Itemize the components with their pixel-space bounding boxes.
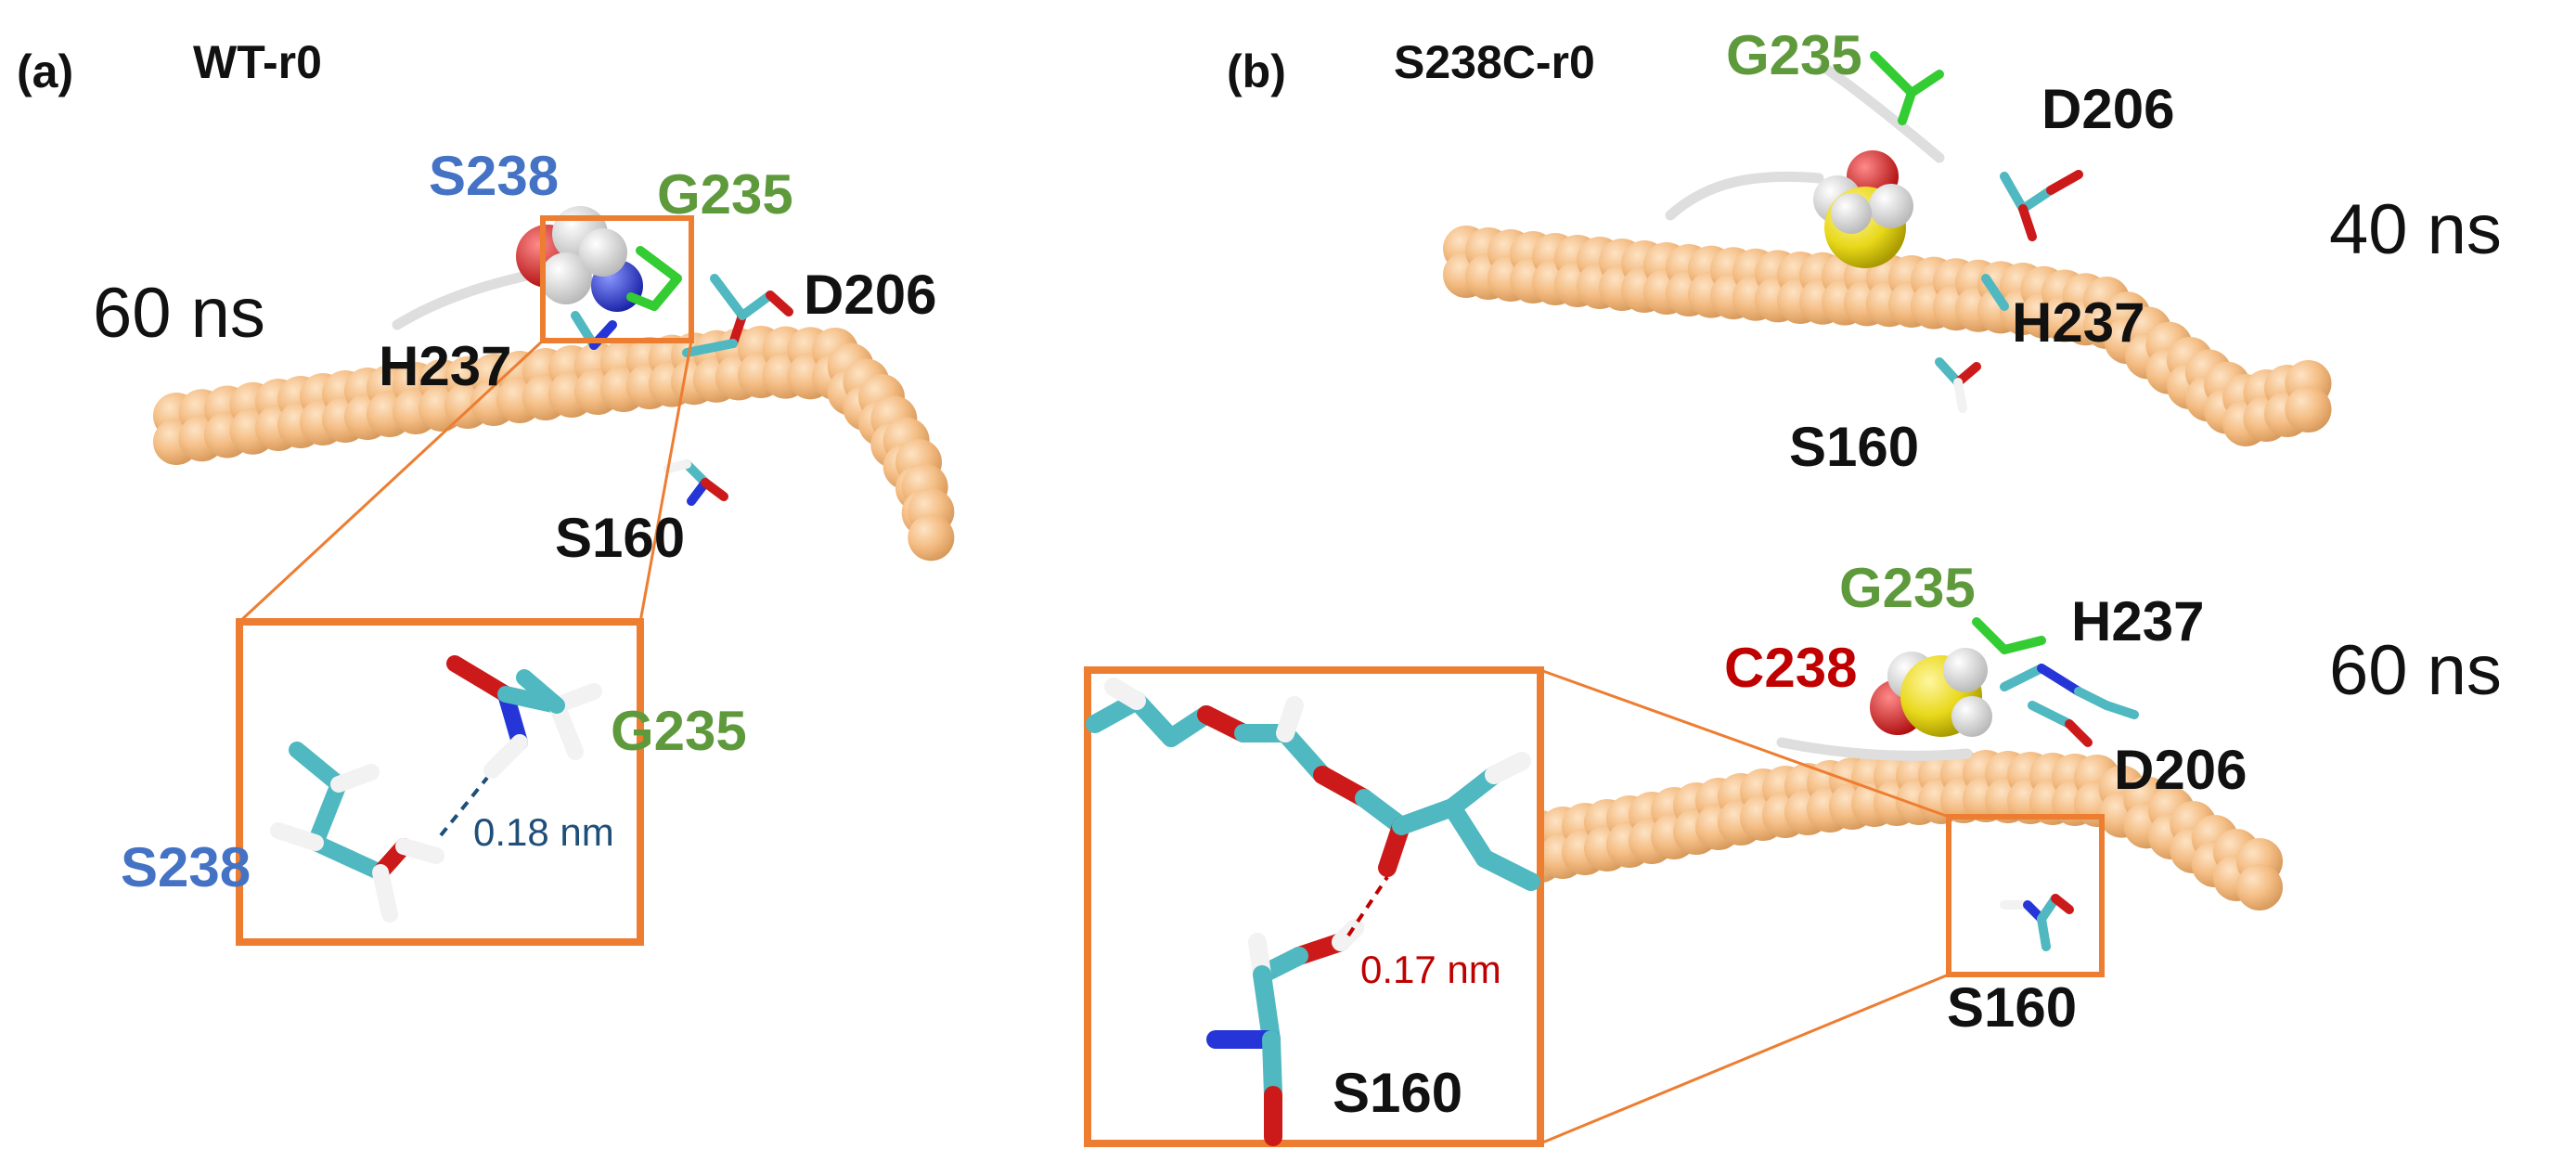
substrate-bead bbox=[908, 514, 955, 562]
hbond-line bbox=[1346, 875, 1389, 937]
inset-label-s160: S160 bbox=[1333, 1062, 1463, 1124]
distance-label-b: 0.17 nm bbox=[1360, 948, 1501, 991]
label-h237-40: H237 bbox=[2012, 291, 2145, 354]
c238-sphere-h bbox=[1869, 184, 1913, 228]
s238-sphere-h bbox=[579, 228, 627, 277]
zoom-source-box bbox=[540, 215, 694, 343]
label-d206-40: D206 bbox=[2041, 78, 2175, 140]
label-s160-60: S160 bbox=[1947, 976, 2078, 1039]
panel-b-time-60: 60 ns bbox=[2329, 631, 2502, 710]
panel-a-zoom bbox=[236, 215, 694, 946]
inset-label-g235: G235 bbox=[611, 700, 747, 762]
label-g235: G235 bbox=[657, 163, 793, 226]
panel-a-condition: WT-r0 bbox=[193, 36, 322, 88]
label-h237-60: H237 bbox=[2071, 590, 2205, 652]
label-s238: S238 bbox=[429, 145, 560, 207]
inset-label-s238: S238 bbox=[121, 836, 251, 898]
panel-b-condition: S238C-r0 bbox=[1394, 36, 1595, 88]
panel-b-time-40: 40 ns bbox=[2329, 190, 2502, 269]
substrate-chains bbox=[153, 226, 2332, 910]
panel-b-residues bbox=[1813, 51, 2139, 747]
panel-b-zoom bbox=[1084, 666, 2105, 1147]
label-d206: D206 bbox=[804, 264, 937, 326]
s238-sphere-h bbox=[540, 252, 592, 304]
label-s160-40: S160 bbox=[1789, 416, 1920, 478]
label-g235-60: G235 bbox=[1839, 557, 1976, 619]
label-s160: S160 bbox=[555, 507, 686, 569]
substrate-bead bbox=[2285, 386, 2332, 433]
zoom-source-box bbox=[1946, 814, 2105, 977]
hbond-line bbox=[439, 776, 489, 837]
inset-box bbox=[236, 618, 644, 946]
c238-sphere-h bbox=[1951, 696, 1992, 737]
label-c238-60: C238 bbox=[1724, 637, 1858, 699]
inset-box bbox=[1084, 666, 1544, 1147]
label-d206-60: D206 bbox=[2114, 739, 2248, 801]
distance-label-a: 0.18 nm bbox=[473, 810, 614, 854]
label-h237: H237 bbox=[379, 335, 512, 397]
panel-a-time: 60 ns bbox=[93, 274, 265, 353]
label-g235-40: G235 bbox=[1726, 24, 1862, 86]
panel-b-label: (b) bbox=[1227, 45, 1286, 97]
c238-sphere-h bbox=[1831, 193, 1872, 234]
panel-a-label: (a) bbox=[17, 45, 74, 97]
substrate-bead bbox=[2236, 864, 2283, 910]
c238-sphere-h bbox=[1943, 648, 1988, 692]
